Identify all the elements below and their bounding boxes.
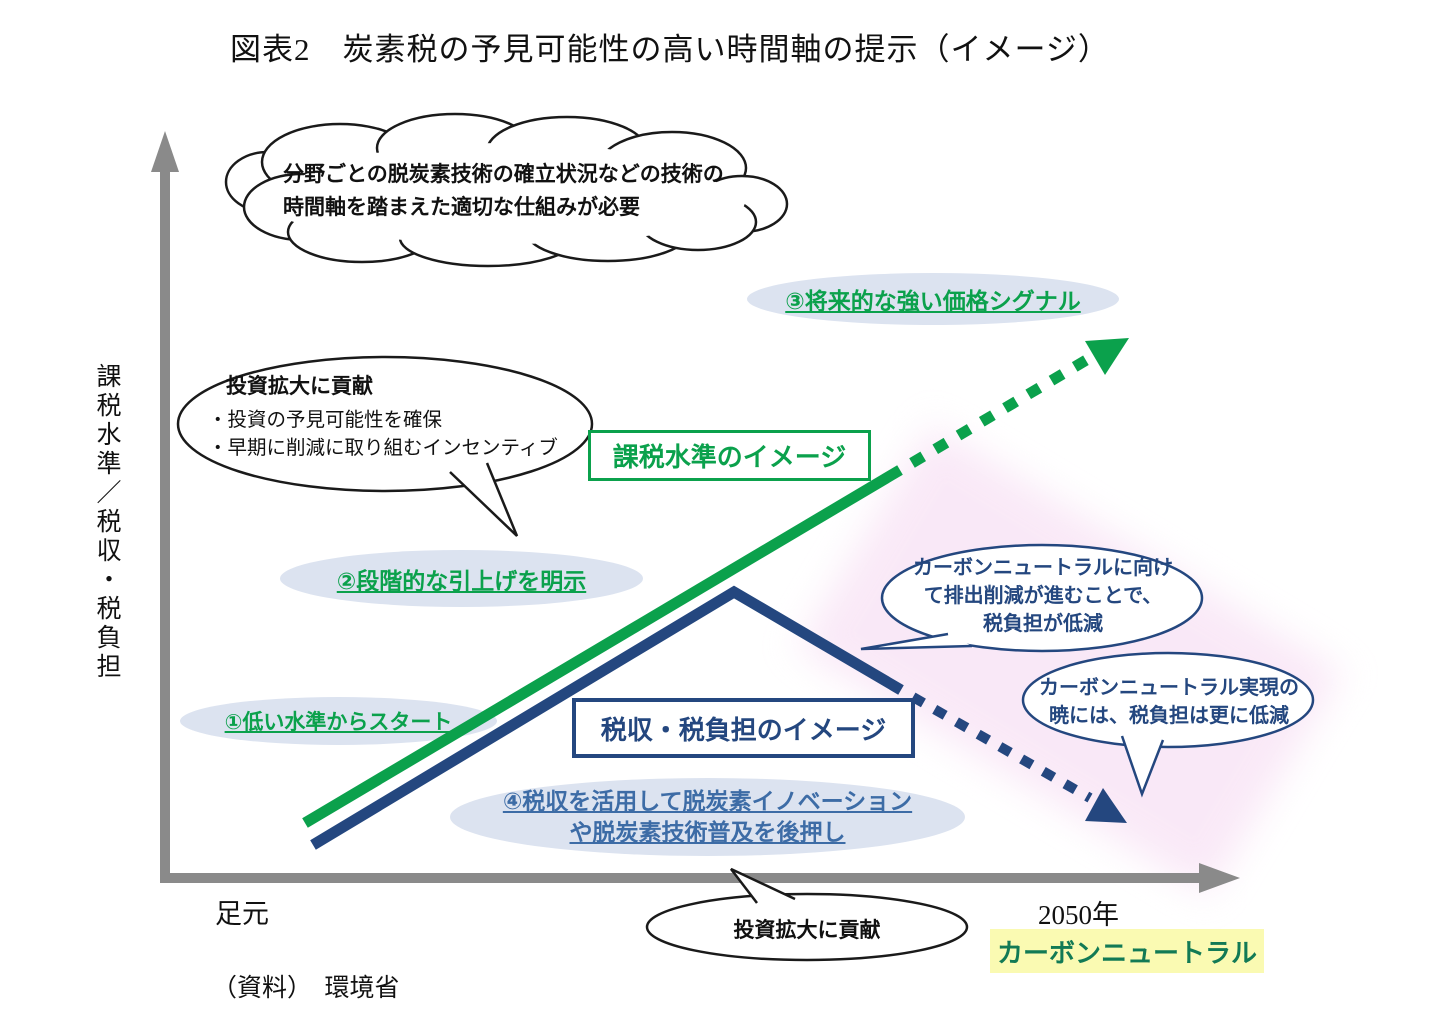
point4-label-line1: ④税収を活用して脱炭素イノベーション bbox=[502, 788, 913, 814]
invest-bubble-text: 投資拡大に貢献 ・投資の予見可能性を確保 ・早期に削減に取り組むインセンティブ bbox=[208, 370, 578, 462]
invest-bubble-shape bbox=[176, 355, 594, 537]
invest-bubble-item1: ・投資の予見可能性を確保 bbox=[208, 409, 443, 431]
cn-bubble1-line3: 税負担が低減 bbox=[983, 613, 1103, 635]
point2-label: ②段階的な引上げを明示 bbox=[336, 567, 587, 594]
cn-bubble1-text: カーボンニュートラルに向け て排出削減が進むことで、 税負担が低減 bbox=[887, 554, 1199, 638]
point3-badge: ③将来的な強い価格シグナル bbox=[747, 273, 1119, 325]
x-axis-start-label: 足元 bbox=[215, 899, 269, 929]
carbon-neutral-badge-label: カーボンニュートラル bbox=[996, 937, 1257, 968]
point2-badge: ②段階的な引上げを明示 bbox=[280, 550, 643, 607]
y-axis-arrowhead-icon bbox=[151, 131, 179, 172]
cloud-shape bbox=[224, 112, 789, 268]
tax-level-arrowhead-icon bbox=[1085, 338, 1129, 375]
bottom-bubble-text: 投資拡大に貢献 bbox=[733, 919, 881, 942]
cloud-text: 分野ごとの脱炭素技術の確立状況などの技術の 時間軸を踏まえた適切な仕組みが必要 bbox=[283, 158, 763, 224]
cn-bubble2-line1: カーボンニュートラル実現の bbox=[1039, 677, 1299, 699]
x-axis-end-label: 2050年 bbox=[1038, 900, 1119, 930]
y-axis-label: 課税水準／税収・税負担 bbox=[93, 363, 120, 682]
revenue-arrowhead-icon bbox=[1085, 788, 1127, 823]
cloud-text-line1: 分野ごとの脱炭素技術の確立状況などの技術の bbox=[283, 163, 724, 186]
cn-bubble2-text: カーボンニュートラル実現の 暁には、税負担は更に低減 bbox=[1028, 674, 1310, 730]
point1-label: ①低い水準からスタート bbox=[224, 711, 453, 734]
invest-bubble-title: 投資拡大に貢献 bbox=[226, 375, 373, 398]
revenue-line-solid bbox=[310, 585, 904, 850]
x-axis-arrowhead-icon bbox=[1199, 863, 1240, 893]
source-note: （資料） 環境省 bbox=[212, 975, 400, 1002]
tax-level-line-solid bbox=[302, 465, 903, 828]
cn-bubble1-shape bbox=[860, 543, 1204, 653]
cn-bubble2-line2: 暁には、税負担は更に低減 bbox=[1049, 705, 1289, 727]
point4-label-line2: や脱炭素技術普及を後押し bbox=[569, 819, 846, 845]
cn-bubble1-line2: て排出削減が進むことで、 bbox=[923, 585, 1163, 607]
tax-level-line-dashed bbox=[909, 354, 1091, 468]
tax-level-label-box: 課税水準のイメージ bbox=[588, 430, 871, 481]
revenue-label: 税収・税負担のイメージ bbox=[600, 714, 887, 745]
cn-bubble1-line1: カーボンニュートラルに向け bbox=[913, 557, 1173, 579]
point4-badge: ④税収を活用して脱炭素イノベーション や脱炭素技術普及を後押し bbox=[450, 778, 965, 856]
figure-title: 図表2 炭素税の予見可能性の高い時間軸の提示（イメージ） bbox=[230, 32, 1110, 67]
carbon-neutral-pink-band bbox=[797, 424, 1343, 896]
revenue-label-box: 税収・税負担のイメージ bbox=[572, 698, 915, 758]
cloud-text-line2: 時間軸を踏まえた適切な仕組みが必要 bbox=[283, 196, 640, 219]
tax-level-label: 課税水準のイメージ bbox=[612, 442, 847, 472]
point3-label: ③将来的な強い価格シグナル bbox=[785, 288, 1081, 314]
revenue-line-dashed bbox=[910, 692, 1093, 803]
bottom-bubble-shape bbox=[645, 867, 969, 962]
cn-bubble2-shape bbox=[1021, 651, 1315, 798]
invest-bubble-item2: ・早期に削減に取り組むインセンティブ bbox=[208, 437, 558, 459]
carbon-neutral-badge: カーボンニュートラル bbox=[990, 929, 1264, 973]
